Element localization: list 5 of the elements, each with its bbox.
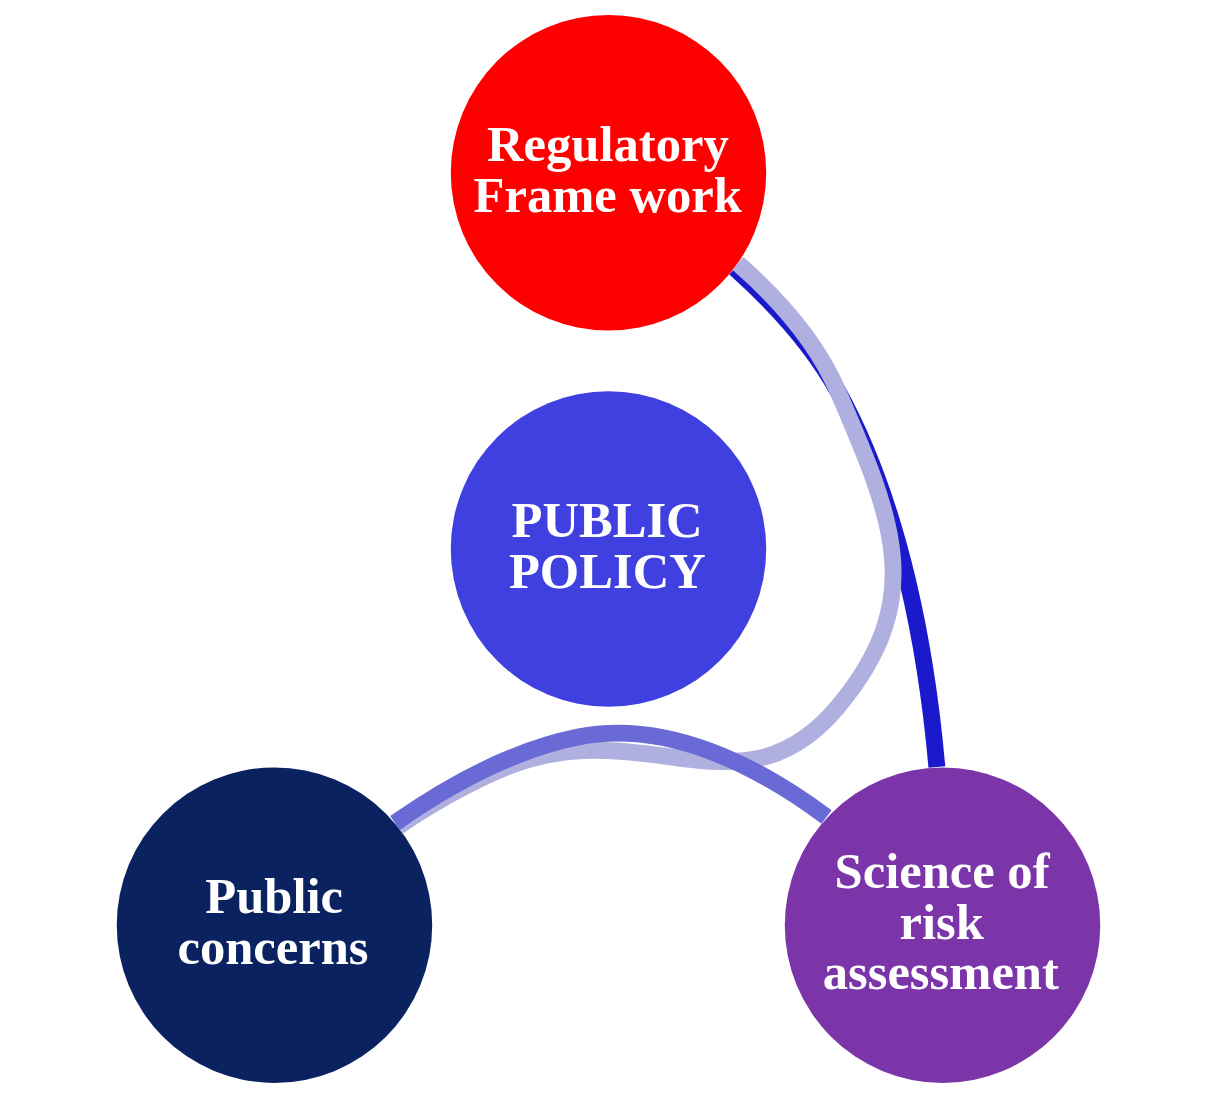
- node-circle: PUBLIC POLICY: [450, 391, 766, 707]
- node-circle: Science of risk assessment: [784, 767, 1100, 1083]
- node-circle: Public concerns: [116, 767, 432, 1083]
- connector: [389, 724, 831, 830]
- node-circle: Regulatory Frame work: [450, 15, 766, 331]
